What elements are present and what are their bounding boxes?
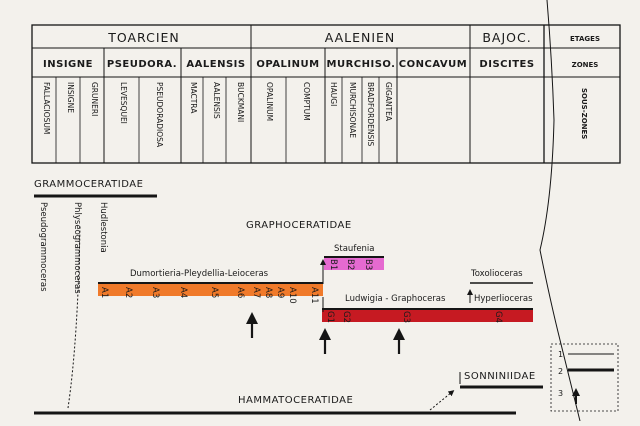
zone-label-insigne: INSIGNE [43,59,93,70]
horizon-arrowhead-3 [393,328,405,340]
subzone-label-haugi: HAUGI [329,82,338,106]
stage-label-toarcien: TOARCIEN [107,30,180,45]
ammonite-horizon-a2: A2 [123,287,133,298]
horizon-arrowhead-1 [246,312,258,324]
subzone-label-mactra: MACTRA [189,82,198,114]
subzone-label-opalinum: OPALINUM [265,82,274,121]
subzone-label-murchisonae: MURCHISONAE [348,82,357,138]
ammonite-horizon-b1: B1 [328,259,338,270]
horizon-arrowhead-2 [319,328,331,340]
zone-label-murchisonae: MURCHISO. [327,59,396,70]
ammonite-horizon-g4: G4 [493,311,503,323]
genus-label-hudlestonia: Hudlestonia [98,202,108,253]
subzone-label-bradfordensis: BRADFORDENSIS [366,82,375,146]
ammonite-horizon-a11: A11 [309,287,319,304]
derivation-dashed-line-1 [67,224,81,409]
genus-label-hyperlioceras: Hyperlioceras [474,294,533,304]
legend-label-3: 3 [558,389,563,398]
genus-label-staufenia: Staufenia [334,244,375,254]
genus-label-dumortieria: Dumortieria-Pleydellia-Leioceras [130,269,269,279]
genus-label-ludwigia: Ludwigia - Graphoceras [345,294,446,304]
subzone-label-comptum: COMPTUM [302,82,311,121]
ludwigia-range-bar [322,309,533,322]
ammonite-horizon-a9: A9 [275,287,285,298]
subzone-label-buckmani: BUCKMANI [236,82,245,122]
subzone-label-insigne: INSIGNE [66,82,75,113]
subzone-label-levesquei: LEVESQUEI [119,82,128,124]
table-frame [31,24,621,164]
orange-range-bar [98,283,323,296]
zone-label-discites: DISCITES [479,59,534,70]
stratigraphic-table [31,24,621,164]
zone-label-pseudoradiosa: PSEUDORA. [107,59,177,70]
ammonite-horizon-g1: G1 [325,311,335,323]
derivation-dashed-line-2 [429,390,455,411]
zone-label-opalinum: OPALINUM [256,59,319,70]
ammonite-horizon-a3: A3 [150,287,160,298]
sous-zones-label: SOUS-ZONES [580,88,588,139]
genus-label-phlyseogrammoceras: Phlyseogrammoceras [72,202,82,294]
ammonite-horizon-a5: A5 [209,287,219,298]
ammonite-horizon-b3: B3 [363,259,373,270]
legend-label-2: 2 [558,367,563,376]
ammonite-horizon-a1: A1 [99,287,109,298]
ammonite-horizon-g2: G2 [341,311,351,323]
ammonite-horizon-a10: A10 [287,287,297,304]
ammonite-horizon-a7: A7 [251,287,261,298]
subzone-label-aalensis: AALENSIS [212,82,221,119]
stage-label-aalenien: AALENIEN [325,30,396,45]
legend-label-1: 1 [558,350,563,359]
overlay-curve [539,0,581,422]
zones-label: ZONES [572,61,599,69]
subzone-label-gruneri: GRUNERI [90,82,99,116]
horizon-arrows [246,312,405,354]
subzone-label-pseudoradiosa: PSEUDORADIOSA [155,82,164,148]
ammonite-horizon-a8: A8 [263,287,273,298]
ammonite-horizon-b2: B2 [345,259,355,270]
ammonite-horizon-a6: A6 [235,287,245,298]
genus-label-toxolioceras: Toxolioceras [470,269,523,279]
family-label-hammatoceratidae: HAMMATOCERATIDAE [238,395,353,406]
family-label-sonniniidae: SONNINIIDAE [464,371,536,382]
ammonite-horizon-a4: A4 [178,287,188,298]
genus-label-pseudogrammoceras: Pseudogrammoceras [38,202,48,292]
subzone-label-fallaciosum: FALLACIOSUM [42,82,51,134]
zone-label-concavum: CONCAVUM [399,59,467,70]
zone-label-aalensis: AALENSIS [186,59,245,70]
subzone-label-gigantea: GIGANTEA [384,82,393,122]
legend-box [550,343,619,412]
family-label-graphoceratidae: GRAPHOCERATIDAE [246,220,352,231]
ammonite-horizon-g3: G3 [401,311,411,323]
stage-label-bajocien: BAJOC. [482,30,531,45]
staufenia-range-bar [324,257,384,270]
family-label-grammoceratidae: GRAMMOCERATIDAE [34,179,143,190]
legend-arrowhead-3 [572,388,580,396]
etages-label: ETAGES [570,35,600,43]
